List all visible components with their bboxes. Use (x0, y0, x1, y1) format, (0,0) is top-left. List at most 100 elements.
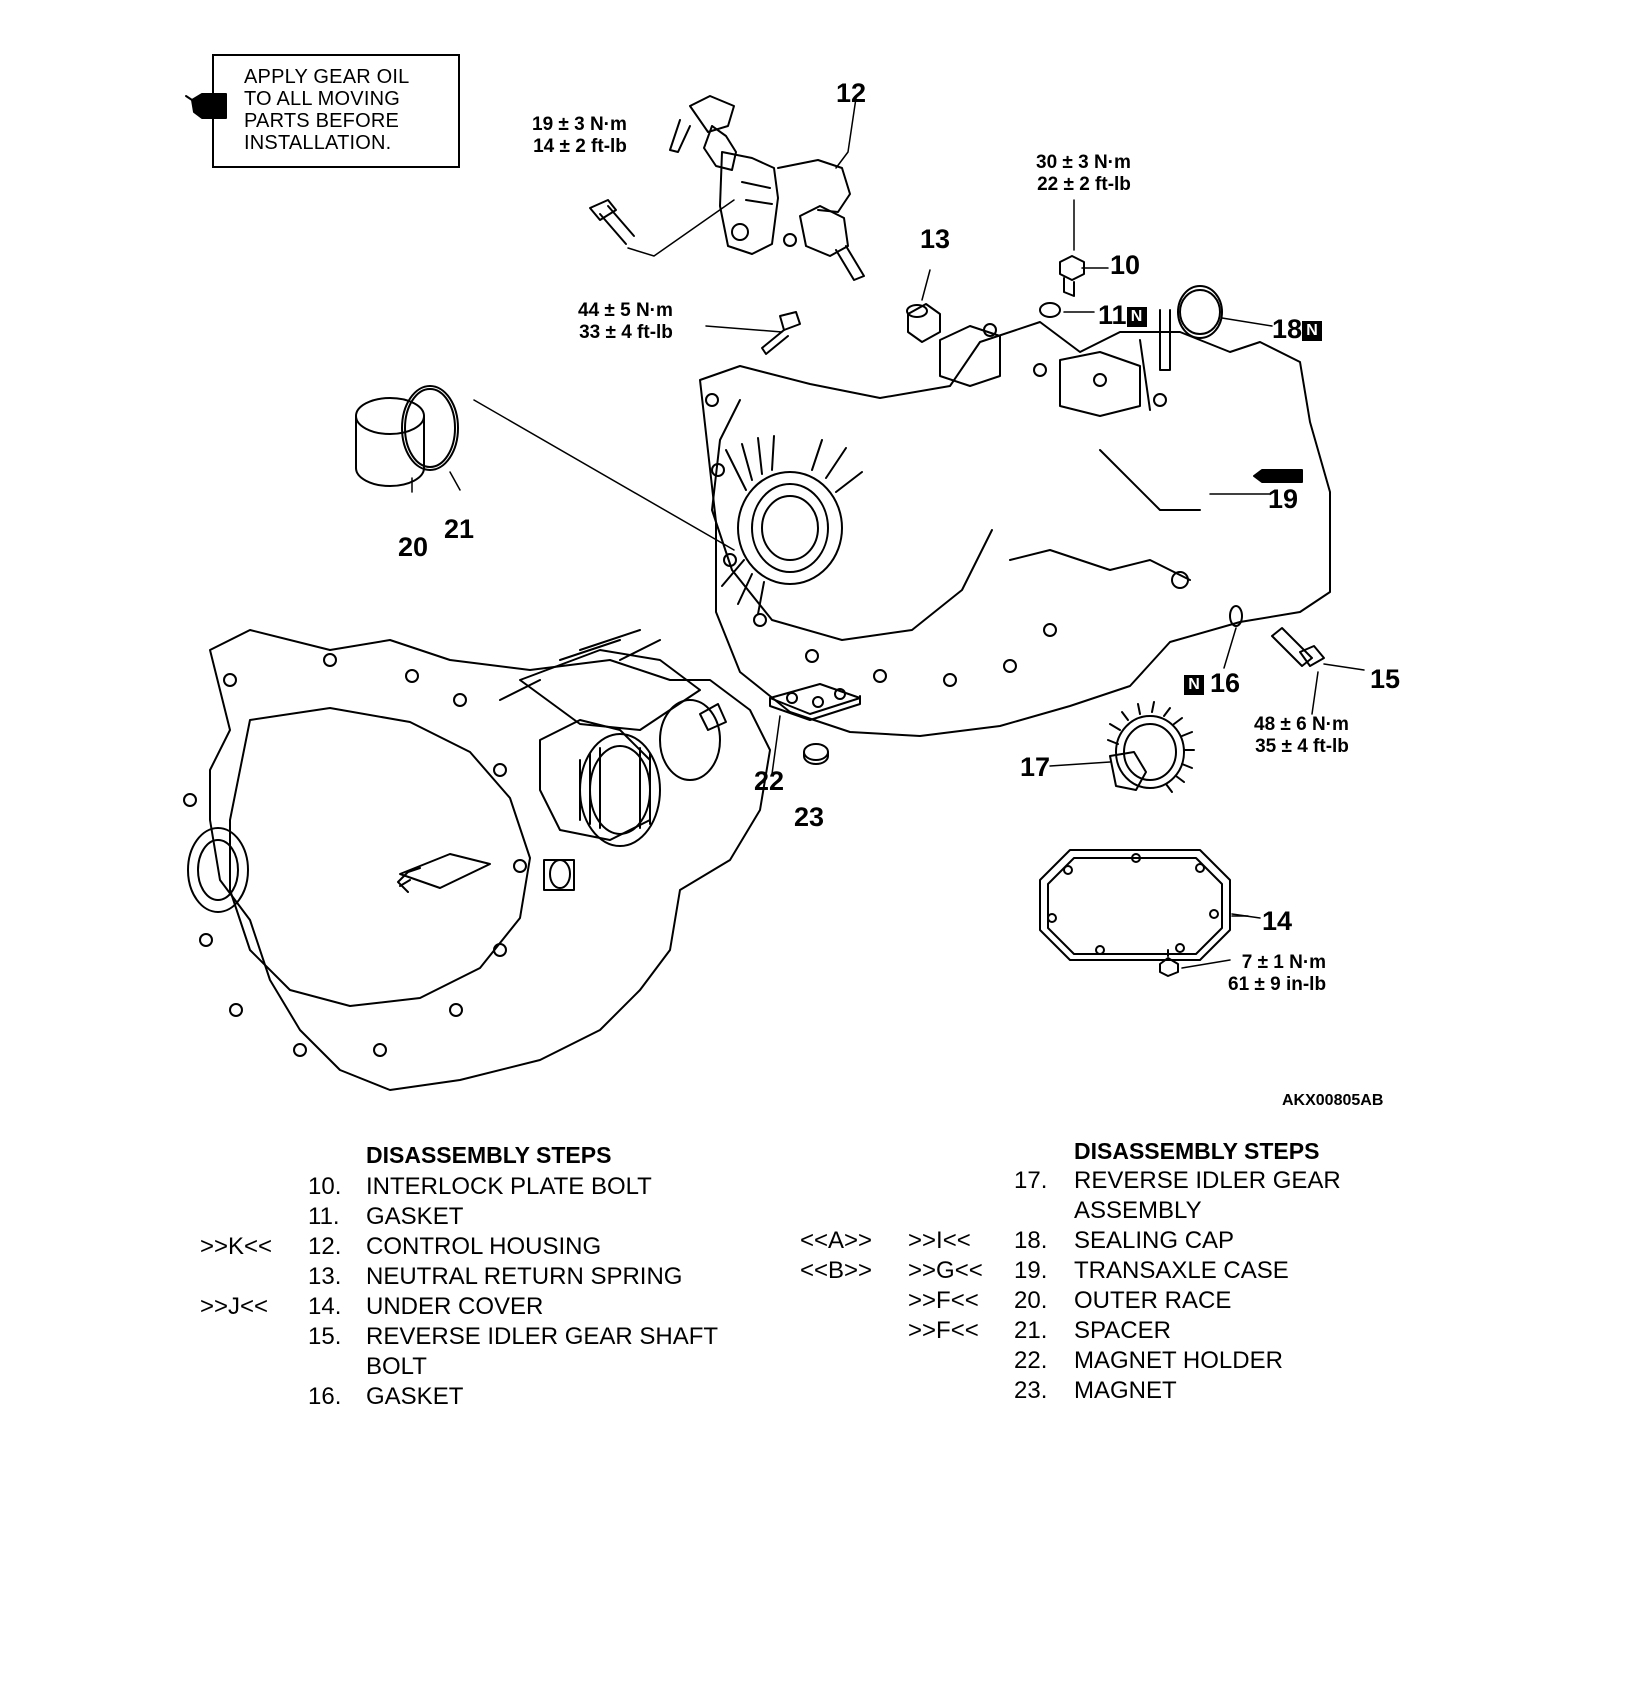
bolt-12 (589, 199, 635, 245)
callout-17: 17 (1020, 752, 1051, 782)
transaxle-case-part (699, 309, 1331, 737)
left-step-text: INTERLOCK PLATE BOLT (366, 1173, 652, 1200)
spacer-part (401, 385, 461, 491)
note-line-3: PARTS BEFORE (244, 110, 400, 132)
exploded-view-diagram (183, 93, 1365, 1091)
right-step-text: TRANSAXLE CASE (1074, 1257, 1289, 1284)
torque-spec-15-metric: 48 ± 6 N·m (1254, 714, 1349, 735)
left-step-text: NEUTRAL RETURN SPRING (366, 1263, 683, 1290)
callout-22: 22 (754, 766, 785, 796)
right-step-mark-2: >>F<< (908, 1317, 979, 1344)
interlock-plate-bolt-part (1059, 199, 1109, 297)
torque-spec-15: 48 ± 6 N·m 35 ± 4 ft-lb (1254, 714, 1349, 758)
right-step-text: SPACER (1074, 1317, 1171, 1344)
left-step-row: 10. INTERLOCK PLATE BOLT (0, 1172, 800, 1202)
under-cover-bolt (1159, 949, 1231, 977)
torque-spec-14-imperial: 61 ± 9 in-lb (1228, 974, 1327, 995)
left-step-row: >>K<< 12. CONTROL HOUSING (0, 1232, 800, 1262)
right-step-row: <<B>> >>G<< 19. TRANSAXLE CASE (780, 1256, 1620, 1286)
left-step-row: 11. GASKET (0, 1202, 800, 1232)
left-steps-heading: DISASSEMBLY STEPS (366, 1142, 612, 1168)
left-step-number: 16. (308, 1383, 342, 1410)
right-step-row: ASSEMBLY (780, 1196, 1620, 1226)
left-step-number: 10. (308, 1173, 342, 1200)
callout-23: 23 (794, 802, 825, 832)
callout-16-number: 16 (1210, 668, 1241, 698)
right-step-text: OUTER RACE (1074, 1287, 1232, 1314)
right-step-mark-2: >>I<< (908, 1227, 971, 1254)
right-step-row: 23. MAGNET (780, 1376, 1620, 1406)
right-step-text: ASSEMBLY (1074, 1197, 1202, 1224)
reverse-idler-gear-shaft-bolt-part (1271, 627, 1365, 715)
torque-spec-14: 7 ± 1 N·m 61 ± 9 in-lb (1228, 952, 1326, 996)
gasket-11-part (1039, 302, 1061, 318)
oil-can-icon (185, 93, 227, 119)
right-step-text: MAGNET (1074, 1377, 1177, 1404)
right-step-mark-1: <<B>> (800, 1257, 873, 1284)
left-step-row: BOLT (0, 1352, 800, 1382)
callout-11-number: 11 (1098, 300, 1127, 330)
right-step-number: 23. (1014, 1377, 1048, 1404)
right-step-number: 18. (1014, 1227, 1048, 1254)
leader-bolt-12 (627, 199, 735, 257)
right-step-row: 22. MAGNET HOLDER (780, 1346, 1620, 1376)
callout-21: 21 (444, 514, 475, 544)
left-step-text: REVERSE IDLER GEAR SHAFT (366, 1323, 719, 1350)
torque-spec-bolt-metric: 44 ± 5 N·m (578, 300, 673, 321)
right-step-row: 17. REVERSE IDLER GEAR (780, 1166, 1620, 1196)
left-step-text: UNDER COVER (366, 1293, 544, 1320)
bolt-44nm (705, 311, 801, 355)
left-step-text: GASKET (366, 1203, 464, 1230)
new-part-badge-16: N (1184, 675, 1204, 695)
clutch-housing-assembly-part (183, 629, 771, 1091)
torque-spec-15-imperial: 35 ± 4 ft-lb (1255, 736, 1349, 757)
neutral-return-spring-part (906, 269, 941, 343)
left-step-number: 15. (308, 1323, 342, 1350)
new-part-badge-11: N (1126, 307, 1147, 327)
right-step-text: REVERSE IDLER GEAR (1074, 1167, 1341, 1194)
right-step-mark-2: >>G<< (908, 1257, 983, 1284)
right-step-number: 19. (1014, 1257, 1048, 1284)
note-line-4: INSTALLATION. (244, 132, 392, 154)
new-part-badge-18: N (1302, 321, 1323, 341)
left-step-mark: >>J<< (200, 1293, 269, 1320)
torque-spec-12-metric: 19 ± 3 N·m (532, 114, 627, 135)
left-step-number: 12. (308, 1233, 342, 1260)
right-step-row: <<A>> >>I<< 18. SEALING CAP (780, 1226, 1620, 1256)
right-steps-heading: DISASSEMBLY STEPS (1074, 1138, 1320, 1164)
callout-15: 15 (1370, 664, 1401, 694)
callout-10: 10 (1110, 250, 1141, 280)
right-step-number: 20. (1014, 1287, 1048, 1314)
torque-spec-bolt-imperial: 33 ± 4 ft-lb (579, 322, 673, 343)
torque-spec-10: 30 ± 3 N·m 22 ± 2 ft-lb (1036, 152, 1131, 196)
right-step-number: 17. (1014, 1167, 1048, 1194)
note-box: APPLY GEAR OIL TO ALL MOVING PARTS BEFOR… (212, 54, 460, 168)
callout-20: 20 (398, 532, 429, 562)
magnet-part (803, 743, 829, 765)
under-cover-part (1039, 849, 1261, 961)
right-step-row: >>F<< 20. OUTER RACE (780, 1286, 1620, 1316)
right-step-row: >>F<< 21. SPACER (780, 1316, 1620, 1346)
torque-spec-12: 19 ± 3 N·m 14 ± 2 ft-lb (532, 114, 627, 158)
figure-id: AKX00805AB (1282, 1092, 1384, 1109)
right-step-mark-2: >>F<< (908, 1287, 979, 1314)
note-line-1: APPLY GEAR OIL (244, 66, 410, 88)
left-step-row: >>J<< 14. UNDER COVER (0, 1292, 800, 1322)
gasket-16-part (1223, 605, 1243, 669)
left-step-text: GASKET (366, 1383, 464, 1410)
left-step-text: CONTROL HOUSING (366, 1233, 602, 1260)
torque-spec-10-metric: 30 ± 3 N·m (1036, 152, 1131, 173)
sealing-cap-part (1177, 285, 1273, 339)
right-step-number: 22. (1014, 1347, 1048, 1374)
callout-14: 14 (1262, 906, 1293, 936)
magnet-holder-part (769, 683, 861, 775)
note-line-2: TO ALL MOVING (244, 88, 400, 110)
torque-spec-10-imperial: 22 ± 2 ft-lb (1037, 174, 1131, 195)
right-step-text: SEALING CAP (1074, 1227, 1235, 1254)
callout-13: 13 (920, 224, 951, 254)
left-step-row: 15. REVERSE IDLER GEAR SHAFT (0, 1322, 800, 1352)
outer-race-part (355, 397, 425, 493)
left-step-text: BOLT (366, 1353, 427, 1380)
callout-16: N 16 (1184, 668, 1240, 698)
